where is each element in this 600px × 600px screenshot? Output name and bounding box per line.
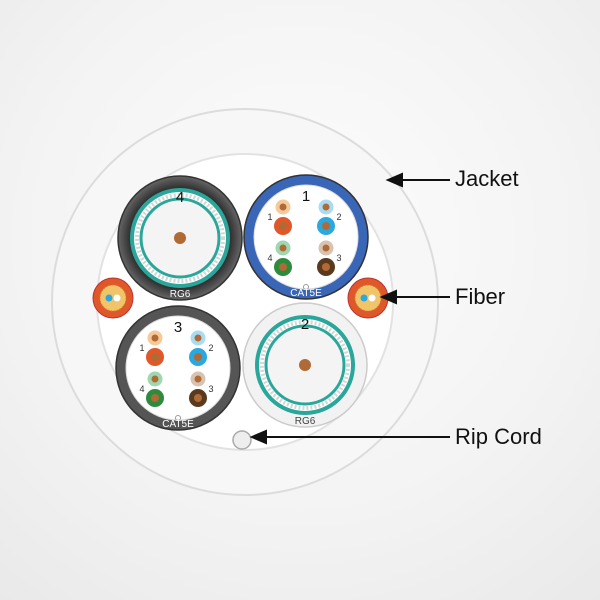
cable-number: 1 xyxy=(302,188,310,205)
cable-number: 2 xyxy=(301,316,309,333)
copper-conductor xyxy=(174,232,186,244)
fiber-arrowhead xyxy=(379,289,397,305)
cable-type-label: CAT5E xyxy=(290,288,322,299)
copper xyxy=(279,203,287,211)
aramid-yarn xyxy=(354,284,382,312)
ripcord-filler xyxy=(175,415,181,421)
cable-number: 4 xyxy=(176,189,184,206)
rip-cord-label: Rip Cord xyxy=(455,424,542,449)
copper xyxy=(151,353,159,361)
jacket-label: Jacket xyxy=(455,166,519,191)
copper xyxy=(194,353,202,361)
pair-number: 3 xyxy=(336,253,341,263)
copper xyxy=(322,244,330,252)
copper xyxy=(322,263,330,271)
label-arrows xyxy=(249,172,450,445)
pair-number: 4 xyxy=(139,384,144,394)
rip-cord xyxy=(232,430,252,450)
cable-number: 3 xyxy=(174,319,182,336)
copper xyxy=(322,203,330,211)
cable-type-label: RG6 xyxy=(170,289,191,300)
cable-type-label: RG6 xyxy=(295,416,316,427)
pair-number: 3 xyxy=(208,384,213,394)
twisted-pair-3: 3 xyxy=(189,370,214,407)
pair-number: 1 xyxy=(139,343,144,353)
fiber-strand-white xyxy=(368,294,376,302)
pair-number: 2 xyxy=(336,212,341,222)
braid xyxy=(260,320,350,410)
copper xyxy=(194,375,202,383)
twisted-pair-2: 2 xyxy=(189,329,214,366)
twisted-pair-4: 4 xyxy=(267,239,292,276)
twisted-pair-1: 1 xyxy=(139,329,164,366)
copper xyxy=(194,334,202,342)
copper xyxy=(151,334,159,342)
aramid-yarn xyxy=(99,284,127,312)
fiber-strand-blue xyxy=(105,294,113,302)
fiber-right xyxy=(347,277,389,319)
copper xyxy=(279,222,287,230)
copper xyxy=(194,394,202,402)
twisted-pair-2: 2 xyxy=(317,198,342,235)
braid xyxy=(135,193,225,283)
copper xyxy=(322,222,330,230)
twisted-pair-4: 4 xyxy=(139,370,164,407)
jacket-arrowhead xyxy=(385,172,403,188)
copper xyxy=(279,263,287,271)
copper xyxy=(279,244,287,252)
fiber-strand-white xyxy=(113,294,121,302)
fiber-label: Fiber xyxy=(455,284,506,309)
ripcord-filler xyxy=(303,284,309,290)
copper-conductor xyxy=(299,359,311,371)
copper xyxy=(151,375,159,383)
copper xyxy=(151,394,159,402)
fiber-strand-blue xyxy=(360,294,368,302)
rip-cord-arrowhead xyxy=(249,429,267,445)
twisted-pair-3: 3 xyxy=(317,239,342,276)
twisted-pair-1: 1 xyxy=(267,198,292,235)
pair-number: 2 xyxy=(208,343,213,353)
cable-type-label: CAT5E xyxy=(162,419,194,430)
pair-number: 4 xyxy=(267,253,272,263)
pair-number: 1 xyxy=(267,212,272,222)
fiber-left xyxy=(92,277,134,319)
